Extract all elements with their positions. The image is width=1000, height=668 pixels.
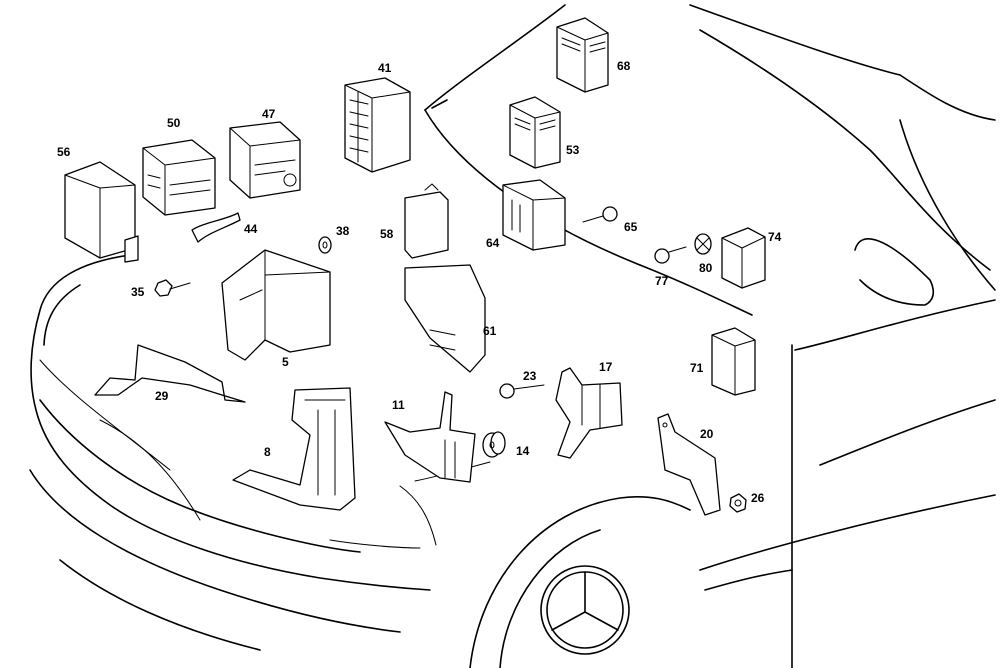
callout-5[interactable]: 5 [282, 355, 289, 369]
side-mirror [854, 238, 935, 306]
callout-38[interactable]: 38 [336, 224, 350, 238]
hood-line-1 [99, 419, 201, 521]
spoiler-line [59, 559, 261, 651]
callout-65[interactable]: 65 [624, 220, 638, 234]
grille-top [329, 539, 421, 549]
part-35-screw[interactable] [154, 279, 191, 297]
door-crease [819, 399, 996, 466]
callout-labels: 56 50 47 41 44 38 35 5 29 8 58 61 64 53 … [57, 59, 782, 505]
roof-line [689, 4, 901, 76]
wheel-arch-inner [499, 529, 601, 668]
part-53-relay[interactable] [509, 96, 561, 169]
front-bumper-line [30, 254, 431, 591]
part-71-relay[interactable] [711, 327, 756, 396]
callout-17[interactable]: 17 [599, 360, 613, 374]
part-64-relay-socket[interactable] [502, 179, 566, 251]
part-44-clip[interactable] [191, 212, 241, 243]
callout-56[interactable]: 56 [57, 145, 71, 159]
part-8-mounting-bracket[interactable] [232, 387, 356, 511]
headlight-edge [43, 284, 81, 346]
part-26-nut[interactable] [729, 493, 747, 513]
callout-23[interactable]: 23 [523, 369, 537, 383]
callout-74[interactable]: 74 [768, 230, 782, 244]
bumper-crease [39, 399, 361, 553]
part-41-control-module[interactable] [344, 77, 411, 173]
windshield-pillar [424, 4, 566, 111]
part-68-relay[interactable] [556, 17, 609, 93]
callout-77[interactable]: 77 [655, 274, 669, 288]
part-61-holder[interactable] [404, 264, 486, 373]
callout-80[interactable]: 80 [699, 261, 713, 275]
callout-50[interactable]: 50 [167, 116, 181, 130]
part-80-washer[interactable] [694, 233, 712, 255]
grille-side [399, 485, 437, 546]
callout-47[interactable]: 47 [262, 107, 276, 121]
callout-26[interactable]: 26 [751, 491, 765, 505]
part-65-screw[interactable] [582, 206, 618, 223]
callout-71[interactable]: 71 [690, 361, 704, 375]
callout-14[interactable]: 14 [516, 444, 530, 458]
callout-53[interactable]: 53 [566, 143, 580, 157]
part-23-screw[interactable] [499, 383, 545, 399]
part-56-control-unit[interactable] [64, 161, 139, 263]
part-38-washer[interactable] [318, 236, 332, 254]
sill-line [699, 494, 996, 571]
car-body-outline [29, 4, 996, 668]
hood-rear-edge [639, 264, 753, 316]
callout-11[interactable]: 11 [392, 398, 405, 412]
callout-20[interactable]: 20 [700, 427, 714, 441]
callout-61[interactable]: 61 [483, 324, 497, 338]
part-29-bracket[interactable] [94, 344, 246, 403]
part-50-connector-module[interactable] [142, 139, 216, 216]
cowl-corner [431, 99, 448, 109]
star-emblem-icon [551, 571, 619, 631]
wheel-arch-outer [469, 495, 691, 668]
callout-8[interactable]: 8 [264, 445, 271, 459]
hood-line-2 [39, 359, 171, 471]
callout-35[interactable]: 35 [131, 285, 145, 299]
fender-bottom [704, 569, 793, 591]
callout-41[interactable]: 41 [378, 61, 392, 75]
lower-bumper-line [29, 469, 401, 633]
part-77-screw[interactable] [654, 246, 687, 264]
callout-68[interactable]: 68 [617, 59, 631, 73]
callout-44[interactable]: 44 [244, 222, 258, 236]
part-5-bracket-holder[interactable] [221, 249, 331, 361]
part-14-grommet[interactable] [482, 431, 506, 458]
part-47-connector-module[interactable] [229, 121, 301, 199]
part-11-bracket[interactable] [384, 391, 476, 483]
part-20-bracket[interactable] [657, 413, 721, 516]
part-17-bracket[interactable] [555, 367, 623, 459]
callout-64[interactable]: 64 [486, 236, 500, 250]
a-pillar [699, 29, 991, 271]
callout-58[interactable]: 58 [380, 227, 394, 241]
callout-29[interactable]: 29 [155, 389, 169, 403]
wheel-hub [540, 565, 630, 655]
roof-edge [899, 74, 996, 121]
part-74-relay[interactable] [721, 227, 766, 289]
window-edge [899, 119, 996, 291]
door-top [794, 299, 996, 351]
part-58-relay-module[interactable] [404, 183, 449, 259]
